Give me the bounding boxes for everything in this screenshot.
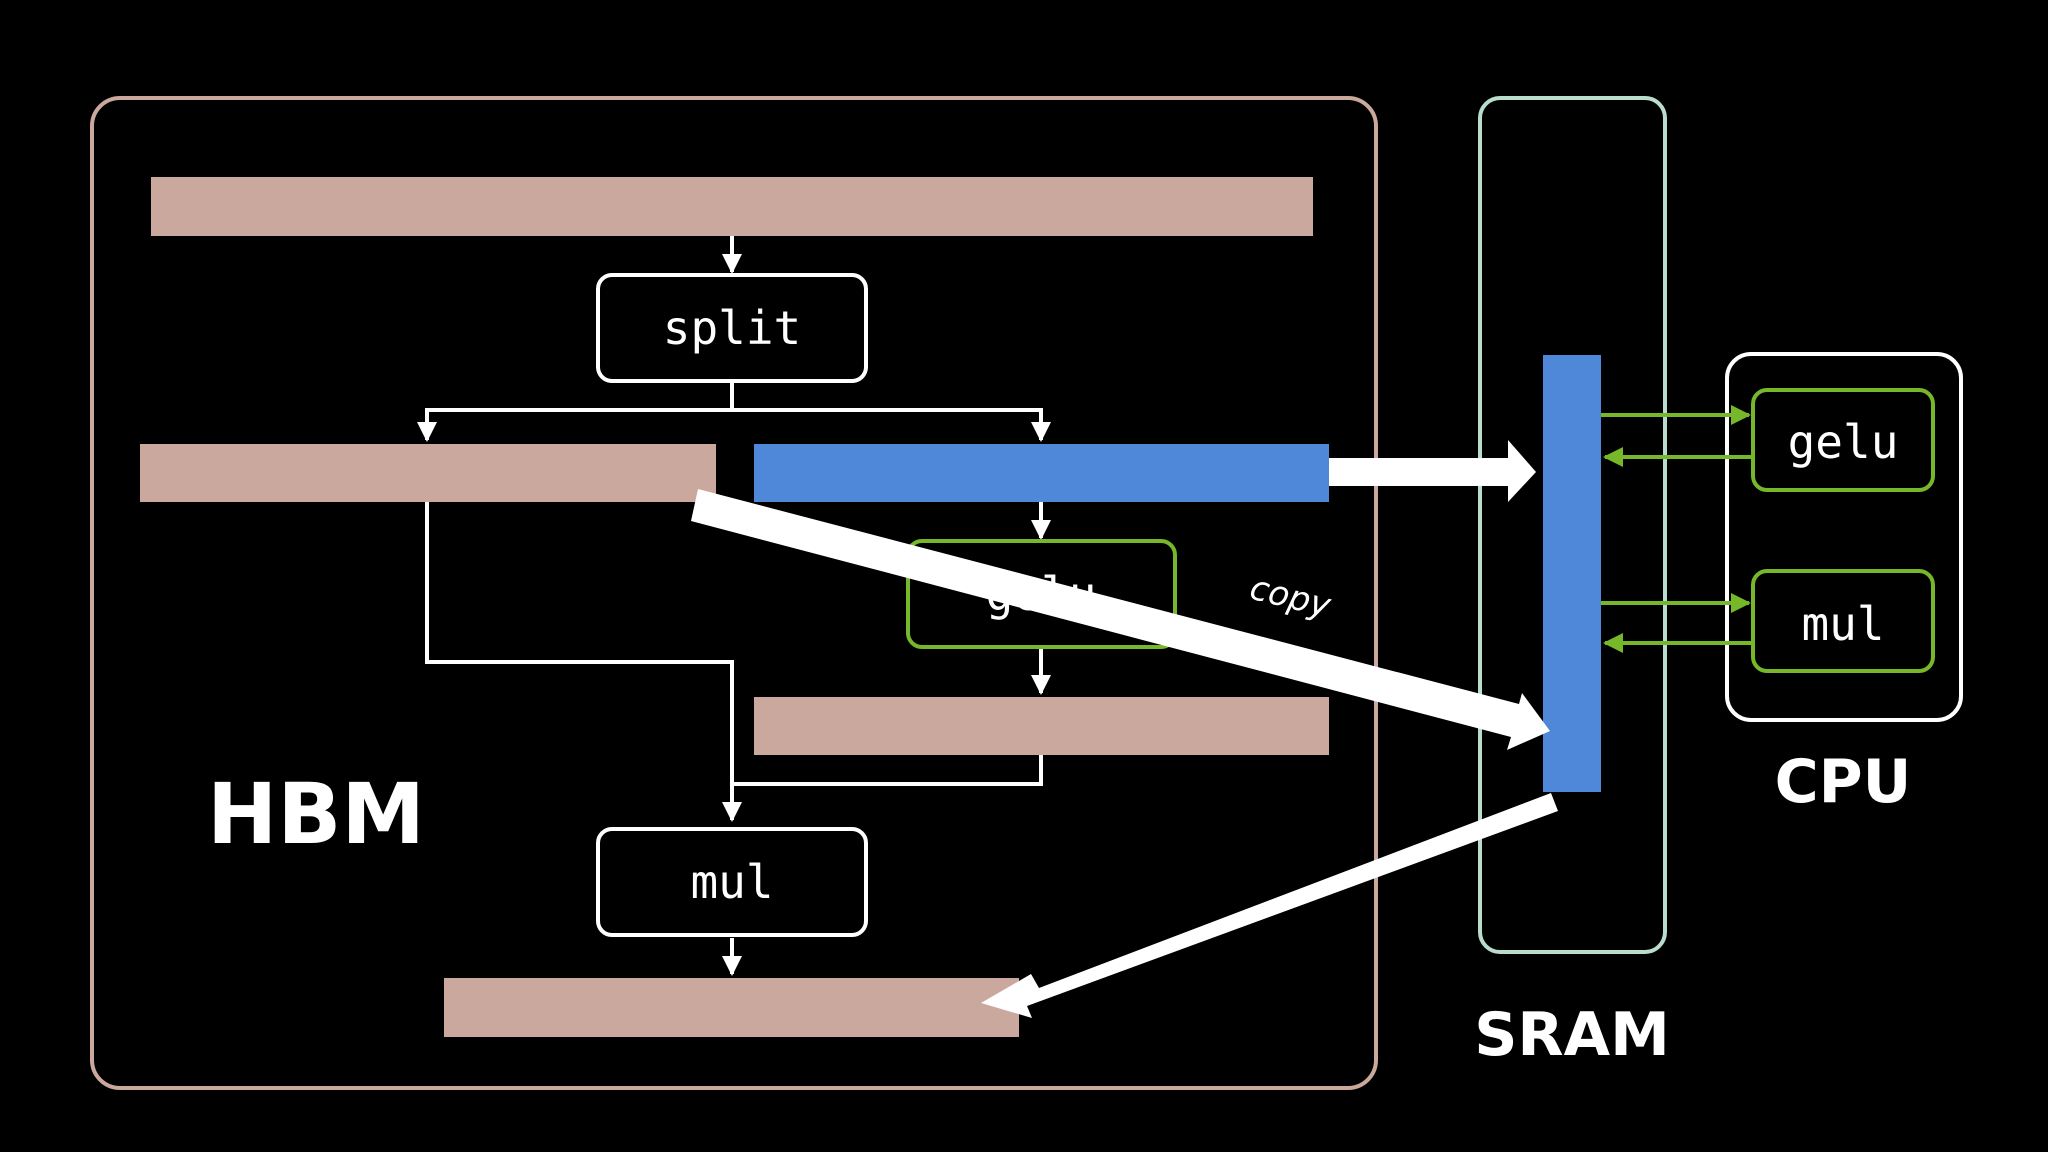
flow-gelu-output-to-mul <box>732 755 1043 786</box>
gelu-op-box-cpu <box>1751 388 1935 492</box>
cpu-label: CPU <box>1775 747 1912 817</box>
flow-split-to-left <box>417 408 732 442</box>
copy-arrow-sram-to-output <box>981 793 1558 1018</box>
mul-op-label-hbm: mul <box>690 855 773 909</box>
split-right-tensor <box>754 444 1329 502</box>
sram-label: SRAM <box>1474 1000 1670 1070</box>
gelu-output-tensor <box>754 697 1329 755</box>
copy-label: copy <box>1246 568 1335 627</box>
mul-op-box-hbm <box>596 827 868 937</box>
flow-lines <box>417 236 1051 976</box>
mul-op-label-cpu: mul <box>1801 597 1884 651</box>
split-op-label: split <box>663 301 801 355</box>
flow-split-to-right <box>732 408 1051 442</box>
cpu-region <box>1725 352 1963 722</box>
mul-op-box-cpu <box>1751 569 1935 673</box>
hbm-region <box>90 96 1378 1090</box>
mul-output-tensor <box>444 978 1019 1037</box>
sram-region <box>1478 96 1667 954</box>
split-op-box <box>596 273 868 383</box>
sram-cpu-links <box>1601 405 1753 653</box>
flow-left-to-mul <box>425 502 742 822</box>
split-left-tensor <box>140 444 716 502</box>
copy-arrow-left-to-sram <box>691 489 1550 750</box>
copy-arrows <box>691 440 1558 1018</box>
gelu-op-label-cpu: gelu <box>1788 415 1899 469</box>
hbm-label: HBM <box>207 765 425 863</box>
copy-arrow-right-to-sram <box>1329 440 1536 502</box>
input-tensor <box>151 177 1313 236</box>
sram-buffer <box>1543 355 1601 792</box>
